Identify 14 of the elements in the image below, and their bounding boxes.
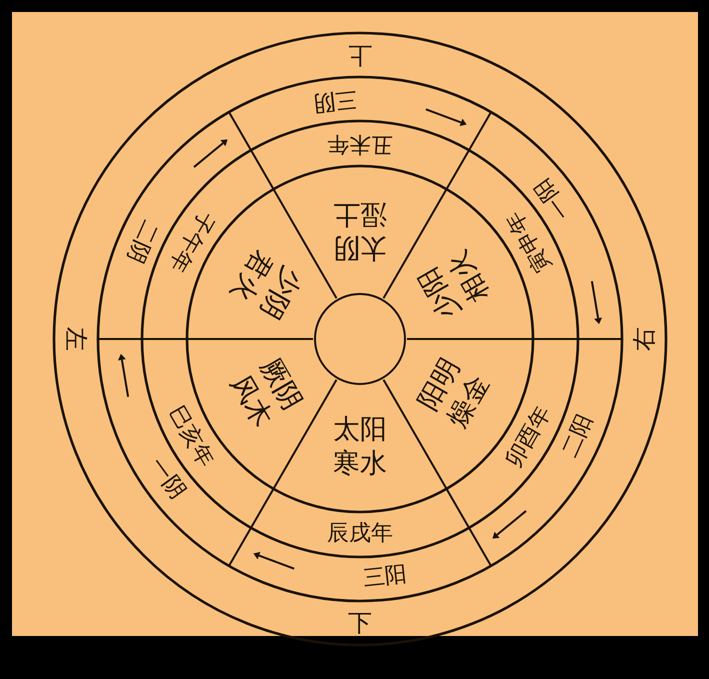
- year-label: 丑未年: [325, 130, 395, 158]
- year-label: 辰戌年: [325, 520, 395, 548]
- direction-label: 左: [61, 326, 91, 353]
- qi-label: 厥阴风木: [222, 350, 310, 435]
- qi-label: 阳明燥金: [410, 350, 498, 435]
- qi-label: 太阴湿土: [331, 197, 389, 264]
- direction-label: 下: [347, 608, 373, 638]
- yin-yang-label: 三阳: [348, 559, 422, 594]
- qi-label: 少阴君火: [222, 242, 310, 327]
- direction-label: 右: [629, 326, 659, 353]
- yin-yang-label: 三阴: [298, 84, 372, 118]
- qi-label: 太阳寒水: [331, 413, 389, 480]
- qi-label: 少阳相火: [410, 242, 498, 327]
- direction-label: 上: [347, 40, 373, 70]
